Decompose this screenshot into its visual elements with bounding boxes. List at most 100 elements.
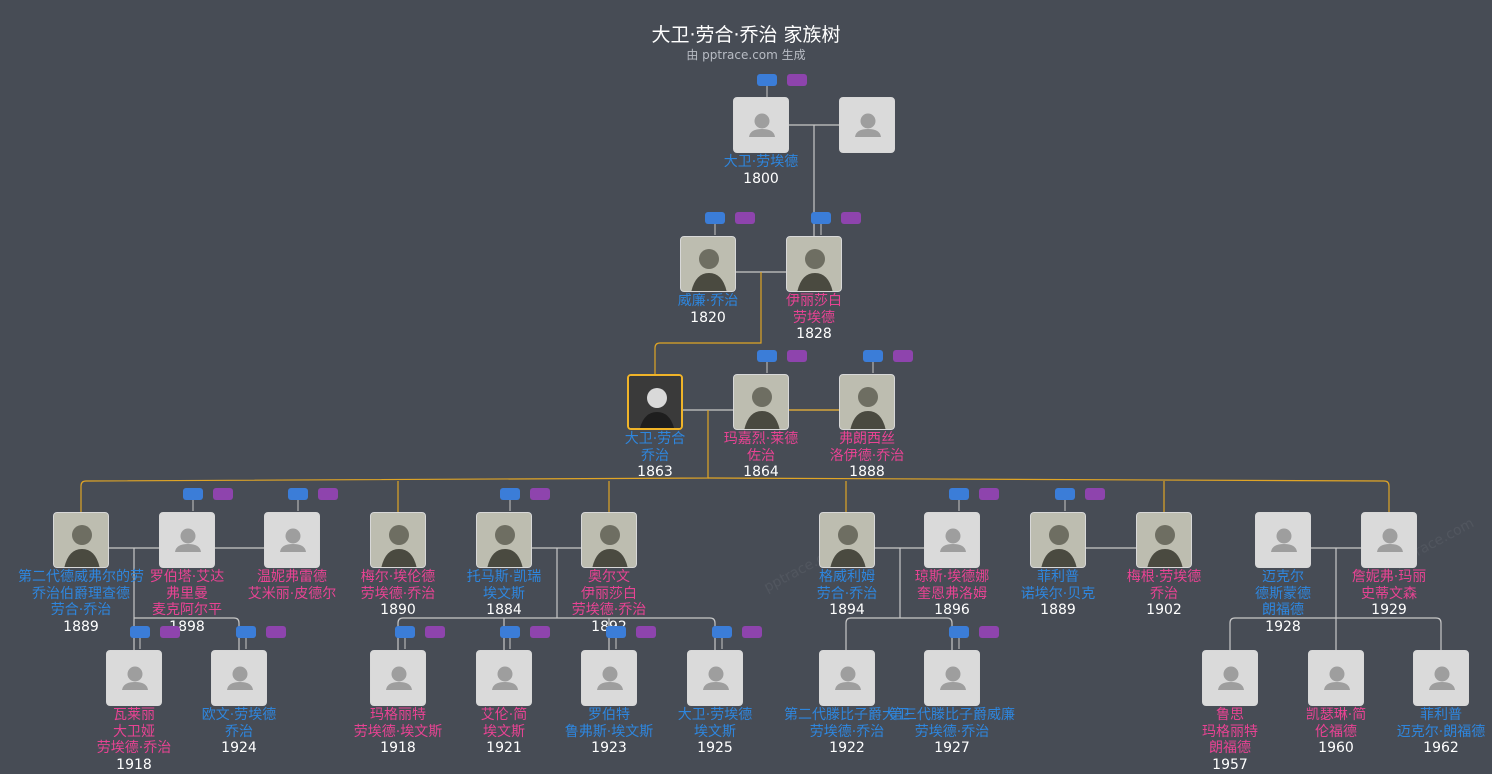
expand-ancestors-button[interactable] [949, 488, 969, 500]
expand-relatives-button[interactable] [1085, 488, 1105, 500]
person-name[interactable]: 伦福德 [1315, 723, 1357, 740]
person-name[interactable]: 大卫·劳埃德 [677, 707, 753, 723]
person-photo[interactable] [370, 650, 426, 706]
person-name[interactable]: 劳合·乔治 [50, 602, 112, 618]
expand-ancestors-button[interactable] [949, 626, 969, 638]
expand-relatives-button[interactable] [893, 350, 913, 362]
person-name[interactable]: 凯瑟琳·简 [1305, 707, 1367, 723]
person-photo[interactable] [159, 512, 215, 568]
person-name[interactable]: 罗伯特 [588, 707, 630, 723]
person-name[interactable]: 奥尔文 [588, 569, 630, 585]
person-name[interactable]: 劳埃德·乔治 [914, 723, 990, 740]
person-photo[interactable] [733, 97, 789, 153]
person-photo[interactable] [924, 512, 980, 568]
person-name[interactable]: 温妮弗雷德 [257, 569, 327, 585]
person-name[interactable]: 奎恩弗洛姆 [917, 585, 987, 602]
person-photo[interactable] [211, 650, 267, 706]
person-name[interactable]: 威廉·乔治 [677, 293, 739, 309]
person-name[interactable]: 埃文斯 [694, 723, 736, 740]
person-name[interactable]: 菲利普 [1420, 707, 1462, 723]
expand-ancestors-button[interactable] [757, 350, 777, 362]
person-name[interactable]: 劳埃德·埃文斯 [353, 723, 443, 740]
person-name[interactable]: 弗里曼 [166, 585, 208, 602]
person-name[interactable]: 艾米丽·皮德尔 [247, 585, 337, 602]
expand-ancestors-button[interactable] [705, 212, 725, 224]
person-name[interactable]: 玛格丽特 [370, 707, 426, 723]
person-name[interactable]: 格威利姆 [819, 569, 875, 585]
person-name[interactable]: 大卫·劳合 [624, 431, 686, 447]
person-photo[interactable] [1413, 650, 1469, 706]
person-photo[interactable] [53, 512, 109, 568]
person-name[interactable]: 劳埃德·乔治 [360, 585, 436, 602]
person-photo[interactable] [1361, 512, 1417, 568]
person-name[interactable]: 迈克尔 [1262, 569, 1304, 585]
person-photo[interactable] [1255, 512, 1311, 568]
person-name[interactable]: 乔治伯爵理查德 [32, 585, 130, 602]
person-name[interactable]: 伊丽莎白 [786, 293, 842, 309]
expand-relatives-button[interactable] [787, 74, 807, 86]
expand-ancestors-button[interactable] [712, 626, 732, 638]
person-photo[interactable] [839, 374, 895, 430]
expand-relatives-button[interactable] [530, 488, 550, 500]
expand-relatives-button[interactable] [787, 350, 807, 362]
person-name[interactable]: 劳埃德 [793, 309, 835, 326]
expand-ancestors-button[interactable] [500, 626, 520, 638]
person-name[interactable]: 乔治 [225, 723, 253, 740]
person-photo[interactable] [819, 650, 875, 706]
person-name[interactable]: 伊丽莎白 [581, 585, 637, 602]
expand-relatives-button[interactable] [530, 626, 550, 638]
expand-ancestors-button[interactable] [757, 74, 777, 86]
person-photo[interactable] [1308, 650, 1364, 706]
person-name[interactable]: 乔治 [641, 447, 669, 464]
expand-relatives-button[interactable] [735, 212, 755, 224]
expand-relatives-button[interactable] [425, 626, 445, 638]
person-photo[interactable] [733, 374, 789, 430]
person-photo[interactable] [839, 97, 895, 153]
person-photo[interactable] [476, 512, 532, 568]
person-photo[interactable] [264, 512, 320, 568]
person-name[interactable]: 第三代滕比子爵威廉 [889, 707, 1015, 723]
expand-relatives-button[interactable] [841, 212, 861, 224]
person-name[interactable]: 埃文斯 [483, 585, 525, 602]
person-photo[interactable] [1136, 512, 1192, 568]
person-name[interactable]: 詹妮弗·玛丽 [1351, 569, 1427, 585]
expand-ancestors-button[interactable] [183, 488, 203, 500]
expand-ancestors-button[interactable] [500, 488, 520, 500]
person-name[interactable]: 埃文斯 [483, 723, 525, 740]
person-photo[interactable] [581, 512, 637, 568]
expand-ancestors-button[interactable] [863, 350, 883, 362]
person-photo[interactable] [106, 650, 162, 706]
person-photo[interactable] [687, 650, 743, 706]
person-name[interactable]: 梅根·劳埃德 [1126, 569, 1202, 585]
expand-relatives-button[interactable] [318, 488, 338, 500]
person-name[interactable]: 劳埃德·乔治 [571, 602, 647, 618]
expand-ancestors-button[interactable] [288, 488, 308, 500]
person-name[interactable]: 琼斯·埃德娜 [914, 569, 990, 585]
person-name[interactable]: 大卫娅 [113, 723, 155, 740]
person-name[interactable]: 欧文·劳埃德 [201, 707, 277, 723]
person-photo[interactable] [581, 650, 637, 706]
person-photo[interactable] [680, 236, 736, 292]
person-photo[interactable] [476, 650, 532, 706]
person-photo[interactable] [370, 512, 426, 568]
person-name[interactable]: 大卫·劳埃德 [723, 154, 799, 170]
person-photo[interactable] [924, 650, 980, 706]
person-name[interactable]: 麦克阿尔平 [152, 602, 222, 618]
person-name[interactable]: 史蒂文森 [1361, 585, 1417, 602]
expand-ancestors-button[interactable] [395, 626, 415, 638]
person-photo[interactable] [819, 512, 875, 568]
expand-relatives-button[interactable] [742, 626, 762, 638]
person-name[interactable]: 第二代德威弗尔的劳 [18, 569, 144, 585]
person-name[interactable]: 弗朗西丝 [839, 431, 895, 447]
person-name[interactable]: 玛嘉烈·莱德 [723, 431, 799, 447]
expand-relatives-button[interactable] [636, 626, 656, 638]
expand-ancestors-button[interactable] [1055, 488, 1075, 500]
person-photo[interactable] [1202, 650, 1258, 706]
expand-ancestors-button[interactable] [236, 626, 256, 638]
person-name[interactable]: 鲁思 [1216, 707, 1244, 723]
person-name[interactable]: 瓦莱丽 [113, 707, 155, 723]
expand-relatives-button[interactable] [979, 488, 999, 500]
expand-relatives-button[interactable] [979, 626, 999, 638]
person-name[interactable]: 玛格丽特 [1202, 723, 1258, 740]
person-name[interactable]: 朗福德 [1209, 740, 1251, 756]
